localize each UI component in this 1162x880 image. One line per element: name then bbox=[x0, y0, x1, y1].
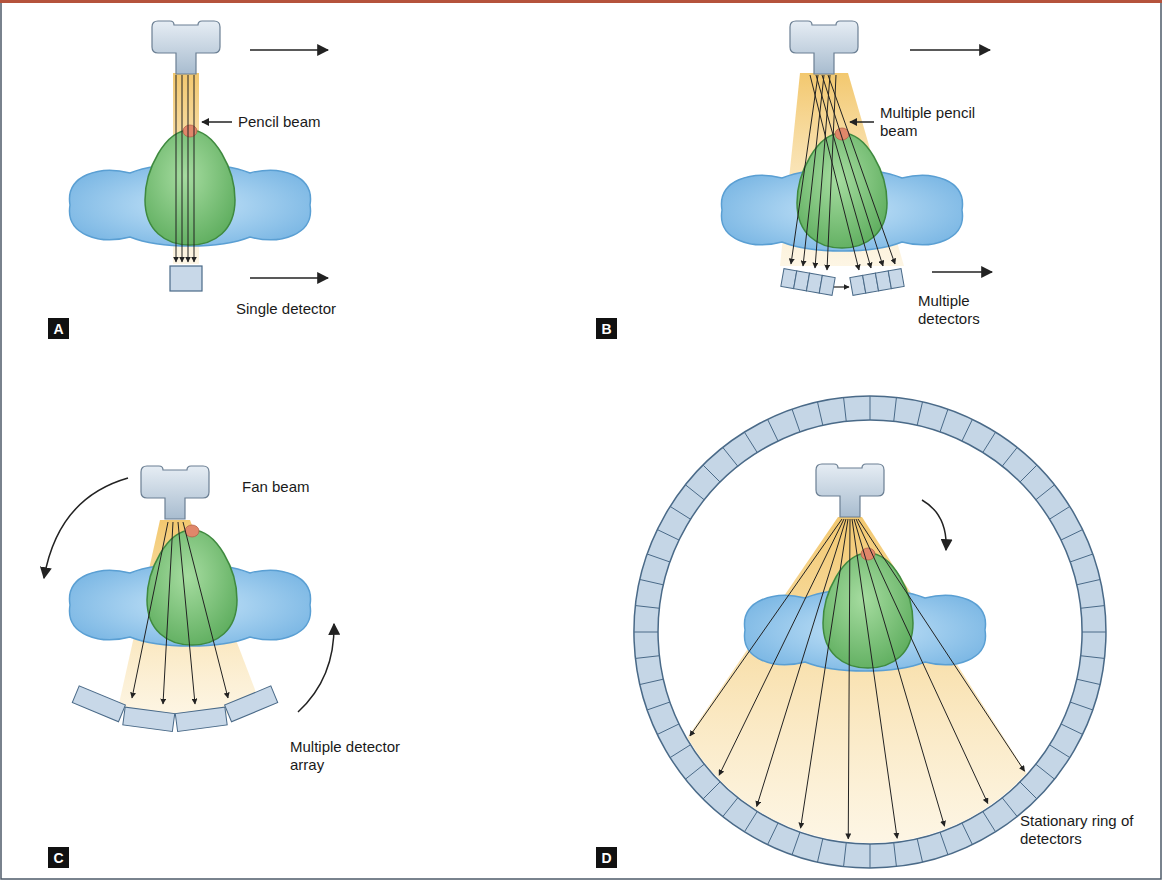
top-rule bbox=[0, 0, 1162, 3]
beam-label: Pencil beam bbox=[238, 113, 358, 131]
panel-d-drawing bbox=[634, 396, 1106, 868]
panel-letter-text: B bbox=[601, 322, 611, 336]
panel-letter-text: C bbox=[53, 851, 63, 865]
detector-label: Single detector bbox=[236, 300, 376, 318]
panel-a-drawing bbox=[70, 21, 328, 291]
panel-c-drawing bbox=[44, 466, 334, 731]
panel-letter: A bbox=[48, 318, 69, 339]
detector-label: Multiple detector array bbox=[290, 738, 422, 774]
detector-label: Stationary ring of detectors bbox=[1020, 812, 1142, 848]
panel-letter-text: A bbox=[53, 322, 63, 336]
panel-letter-text: D bbox=[601, 851, 611, 865]
panel-letter: B bbox=[596, 318, 617, 339]
beam-label: Fan beam bbox=[242, 478, 342, 496]
beam-label: Multiple pencil beam bbox=[880, 104, 976, 140]
panel-b-drawing bbox=[722, 21, 992, 295]
detector-label: Multiple detectors bbox=[918, 292, 1008, 328]
panel-letter: C bbox=[48, 847, 69, 868]
panel-letter: D bbox=[596, 847, 617, 868]
